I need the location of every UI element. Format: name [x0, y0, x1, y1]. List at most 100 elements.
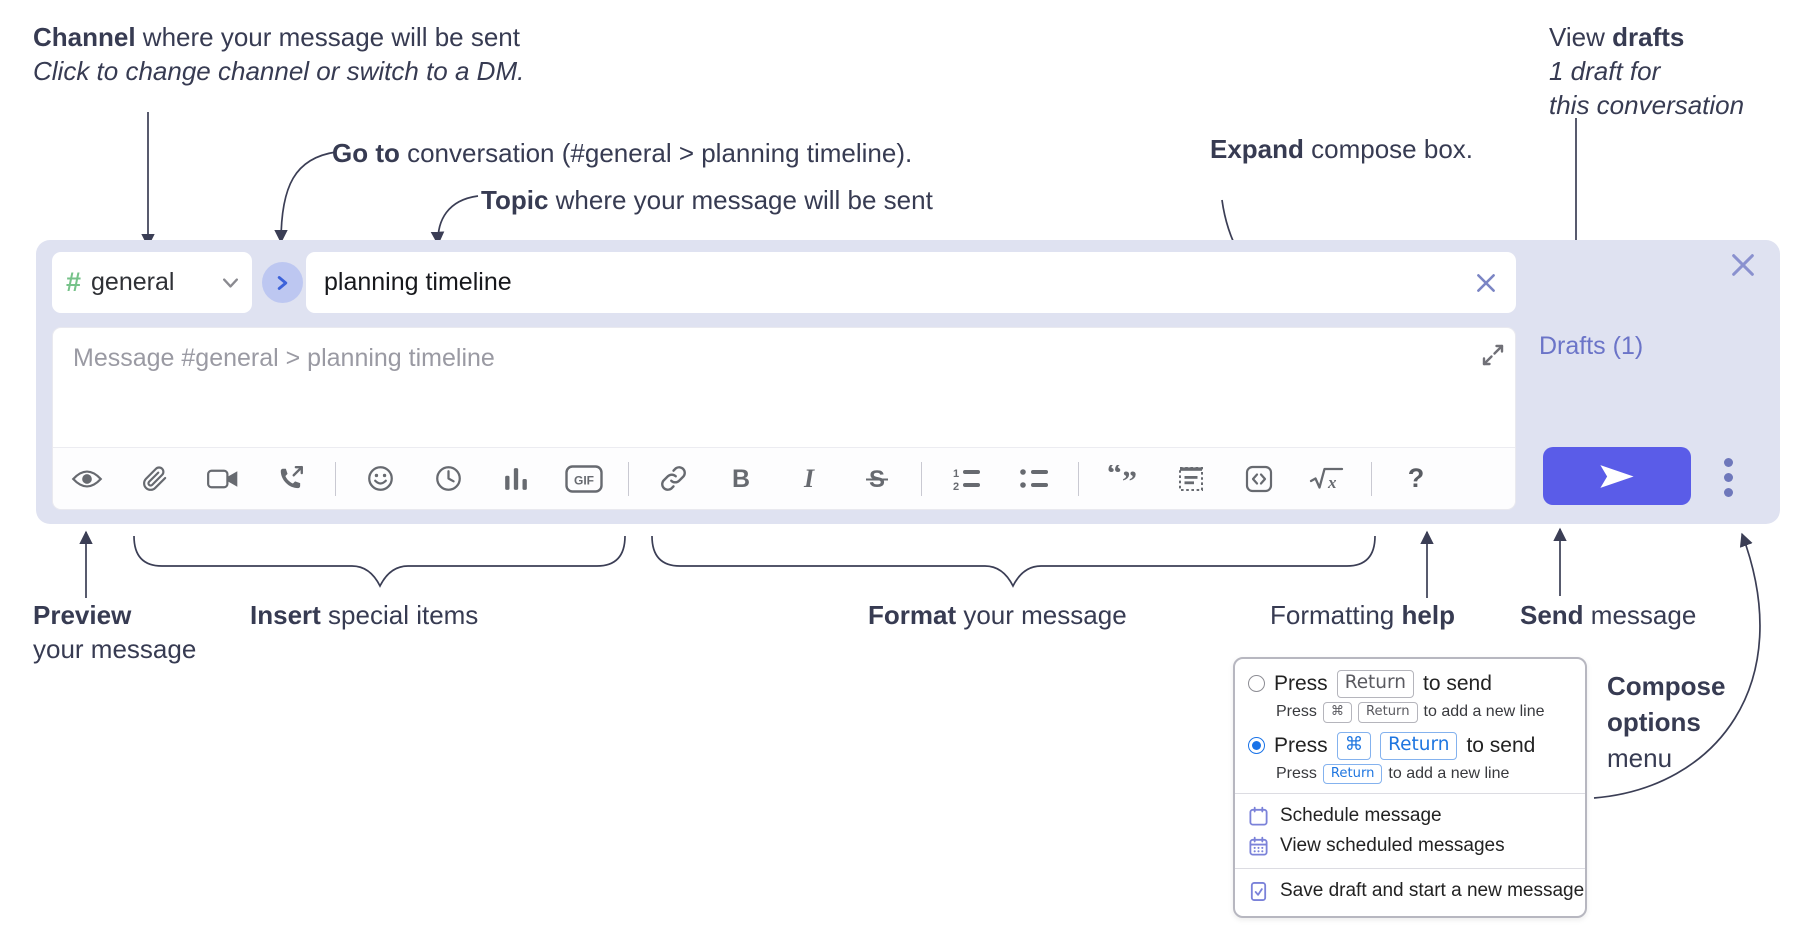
- bulleted-list-icon: [1020, 468, 1048, 488]
- option-text: Press: [1274, 733, 1328, 757]
- chevron-right-icon: [277, 275, 288, 290]
- drafts-link[interactable]: Drafts (1): [1539, 332, 1644, 360]
- send-button[interactable]: [1543, 447, 1691, 505]
- spoiler-icon: [1179, 466, 1203, 491]
- close-icon: [1732, 254, 1754, 276]
- quote-icon: “ ”: [1107, 465, 1137, 493]
- calendar-dots-icon: [1249, 836, 1268, 856]
- annotation-channel: Channel where your message will be sent …: [33, 22, 525, 86]
- smiley-icon: [367, 466, 393, 491]
- toolbar-divider: [921, 461, 922, 496]
- preview-button[interactable]: [53, 448, 121, 510]
- message-formatting-help-button[interactable]: ?: [1382, 448, 1450, 510]
- link-icon: [660, 466, 686, 491]
- compose-toolbar: GIF B: [53, 447, 1515, 509]
- draft-check-icon: [1250, 881, 1267, 901]
- question-mark-icon: ?: [1407, 463, 1425, 493]
- menu-item-save-draft-new-message[interactable]: Save draft and start a new message: [1248, 876, 1584, 906]
- paperclip-icon: [143, 465, 167, 491]
- expand-diagonal-icon: [1482, 344, 1504, 366]
- quote-button[interactable]: “ ”: [1089, 448, 1157, 510]
- menu-item-view-scheduled[interactable]: View scheduled messages: [1248, 831, 1572, 861]
- svg-text:GIF: GIF: [574, 473, 594, 487]
- topic-input[interactable]: planning timeline: [306, 252, 1516, 313]
- bulleted-list-button[interactable]: [1000, 448, 1068, 510]
- compose-box: # general planning timeline Message #gen…: [36, 240, 1780, 524]
- option-enter-sends[interactable]: Press Return to send: [1248, 670, 1572, 698]
- numbered-list-button[interactable]: 1 2: [932, 448, 1000, 510]
- chevron-down-icon: [223, 277, 238, 288]
- toolbar-divider: [628, 461, 629, 496]
- toolbar-divider: [1078, 461, 1079, 496]
- phone-outgoing-icon: [280, 465, 303, 488]
- menu-divider: [1235, 793, 1585, 795]
- bold-button[interactable]: B: [707, 448, 775, 510]
- kbd-return: Return: [1322, 763, 1383, 785]
- insert-link-button[interactable]: [639, 448, 707, 510]
- add-poll-button[interactable]: [482, 448, 550, 510]
- message-placeholder[interactable]: Message #general > planning timeline: [73, 344, 495, 372]
- kbd-cmd: ⌘: [1336, 731, 1372, 760]
- emoji-button[interactable]: [346, 448, 414, 510]
- spoiler-button[interactable]: [1157, 448, 1225, 510]
- bold-icon: B: [732, 465, 750, 493]
- channel-name: general: [91, 268, 175, 296]
- svg-text:1: 1: [953, 468, 959, 480]
- kbd-return: Return: [1336, 670, 1414, 698]
- annotation-topic: Topic where your message will be sent: [481, 185, 933, 215]
- code-icon: [1245, 465, 1273, 492]
- clear-topic-icon[interactable]: [1474, 271, 1498, 295]
- annotation-view-drafts: View drafts 1 draft for this conversatio…: [1549, 22, 1745, 120]
- svg-text:B: B: [732, 465, 750, 493]
- italic-icon: I: [803, 465, 815, 493]
- compose-options-popup: Press Return to send Press ⌘ Return to a…: [1233, 657, 1587, 919]
- math-button[interactable]: x: [1293, 448, 1361, 510]
- radio-unselected-icon[interactable]: [1248, 675, 1265, 693]
- menu-divider: [1235, 868, 1585, 870]
- close-compose-button[interactable]: [1728, 250, 1758, 280]
- kebab-dot: [1723, 457, 1733, 467]
- annotation-send: Send message: [1520, 600, 1697, 630]
- calendar-icon: [1249, 806, 1268, 826]
- annotation-expand: Expand compose box.: [1210, 134, 1474, 164]
- italic-button[interactable]: I: [775, 448, 843, 510]
- option-text: to send: [1422, 671, 1492, 695]
- video-camera-icon: [207, 469, 238, 488]
- annotation-format: Format your message: [868, 600, 1127, 630]
- menu-item-label: Schedule message: [1280, 805, 1442, 827]
- audio-call-button[interactable]: [257, 448, 325, 510]
- add-global-time-button[interactable]: [414, 448, 482, 510]
- annotation-formatting-help: Formatting help: [1270, 600, 1455, 630]
- message-area: Message #general > planning timeline: [52, 327, 1516, 510]
- annotation-goto: Go to conversation (#general > planning …: [332, 138, 913, 168]
- compose-options-menu-button[interactable]: [1708, 452, 1748, 502]
- menu-item-schedule-message[interactable]: Schedule message: [1248, 801, 1572, 831]
- add-gif-button[interactable]: GIF: [550, 448, 618, 510]
- toolbar-divider: [335, 461, 336, 496]
- menu-item-label: View scheduled messages: [1280, 835, 1505, 857]
- numbered-list-icon: 1 2: [953, 468, 980, 491]
- option-cmd-enter-sends[interactable]: Press ⌘ Return to send: [1248, 731, 1572, 760]
- annotation-insert: Insert special items: [250, 600, 479, 630]
- attach-file-button[interactable]: [121, 448, 189, 510]
- annotation-compose-options: Compose options menu: [1607, 671, 1726, 773]
- kbd-cmd: ⌘: [1322, 701, 1353, 723]
- code-button[interactable]: [1225, 448, 1293, 510]
- kebab-dot: [1723, 472, 1733, 482]
- go-to-conversation-button[interactable]: [262, 262, 303, 303]
- menu-item-label: Save draft and start a new message: [1280, 880, 1585, 902]
- radio-selected-icon[interactable]: [1248, 737, 1265, 755]
- toolbar-divider: [1371, 461, 1372, 496]
- svg-text:2: 2: [953, 481, 959, 491]
- annotation-preview: Preview your message: [33, 600, 197, 664]
- send-icon: [1600, 464, 1634, 488]
- video-call-button[interactable]: [189, 448, 257, 510]
- strikethrough-button[interactable]: S: [843, 448, 911, 510]
- eye-icon: [71, 469, 103, 488]
- expand-compose-button[interactable]: [1479, 341, 1507, 369]
- option-enter-sends-subtext: Press ⌘ Return to add a new line: [1276, 701, 1572, 723]
- kbd-return: Return: [1358, 701, 1418, 723]
- channel-selector[interactable]: # general: [52, 252, 252, 313]
- option-cmd-enter-sends-subtext: Press Return to add a new line: [1276, 763, 1572, 785]
- svg-text:I: I: [803, 465, 815, 493]
